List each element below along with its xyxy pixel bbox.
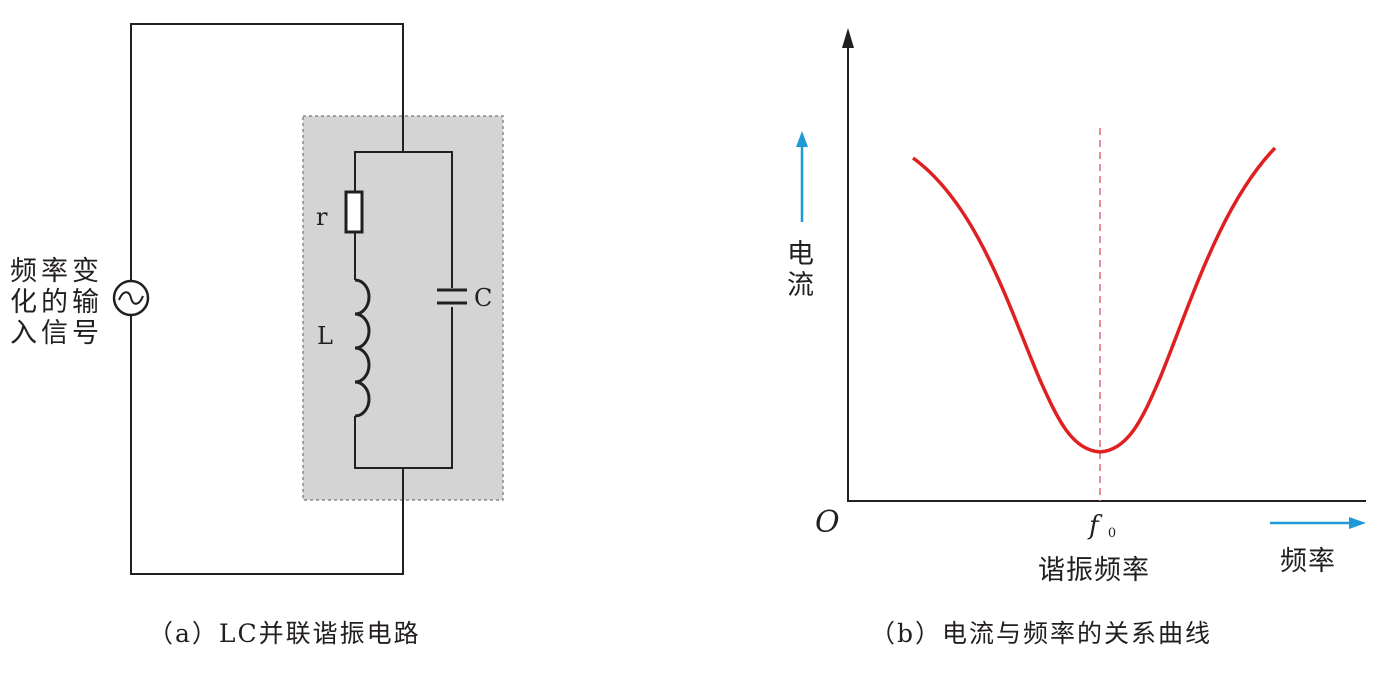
frequency-increase-arrow-icon xyxy=(1270,517,1366,529)
outer-wires xyxy=(130,23,404,575)
circuit-caption: （a）LC并联谐振电路 xyxy=(148,619,421,648)
f0-symbol: f xyxy=(1087,511,1103,541)
origin-label: O xyxy=(815,505,840,540)
resonance-label: 谐振频率 xyxy=(1038,555,1150,586)
y-axis-label-line-1: 电 xyxy=(787,239,814,270)
current-increase-arrow-icon xyxy=(796,131,808,222)
lc-circuit: r L C 频率变 化的输 入信号 （a）LC并联谐振电路 xyxy=(10,23,504,648)
f0-label: f 0 xyxy=(1087,511,1116,541)
y-axis-label-line-2: 流 xyxy=(787,270,814,301)
capacitor-label: C xyxy=(474,284,492,312)
capacitor-icon xyxy=(437,288,467,305)
graph-caption: （b）电流与频率的关系曲线 xyxy=(870,619,1212,648)
source-label-line-1: 频率变 xyxy=(10,256,103,287)
inductor-icon xyxy=(354,278,371,418)
f0-subscript: 0 xyxy=(1108,526,1116,541)
y-axis-arrow-icon xyxy=(842,28,854,48)
source-label-line-2: 化的输 xyxy=(10,287,103,318)
x-axis-label: 频率 xyxy=(1280,546,1336,577)
source-label-line-3: 入信号 xyxy=(10,318,103,349)
inductor-label: L xyxy=(317,322,333,350)
resistor-icon xyxy=(344,190,364,234)
current-frequency-graph: 电 流 O f 0 谐振频率 频率 （b）电流与频率的关系曲线 xyxy=(787,28,1366,648)
resistor-label: r xyxy=(316,203,328,231)
tank-wires xyxy=(354,151,453,469)
tank-box xyxy=(302,115,504,501)
current-curve xyxy=(911,146,1277,454)
ac-source-icon xyxy=(112,279,150,317)
